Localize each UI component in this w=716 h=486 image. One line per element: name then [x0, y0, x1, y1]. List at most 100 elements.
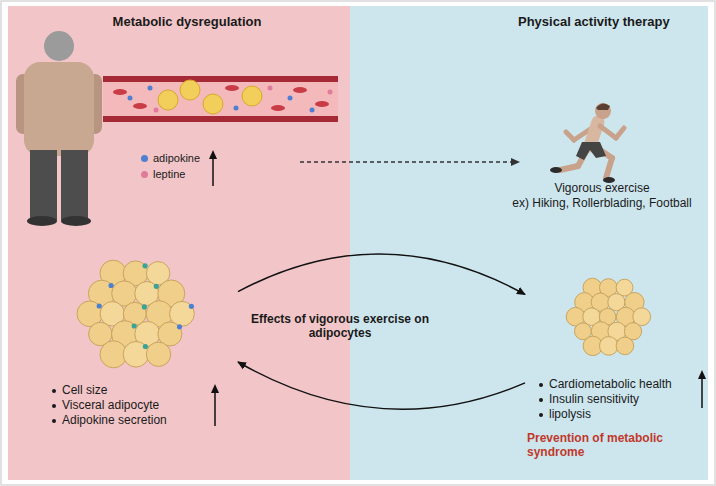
panel-heading: Metabolic dysregulation	[8, 14, 366, 29]
bullet-dot	[52, 404, 56, 408]
adipocyte	[575, 293, 594, 312]
adipocyte	[123, 342, 149, 368]
adipocyte	[575, 323, 592, 340]
adipokine-dot	[143, 263, 148, 268]
runner	[550, 103, 624, 183]
bullet-dot	[539, 383, 543, 387]
bullet-item: Cardiometabolic health	[539, 377, 672, 392]
bullet-dot	[539, 413, 543, 417]
bullet-dot	[539, 398, 543, 402]
adipokine-dot	[189, 304, 194, 309]
legend-text: adipokine	[153, 150, 200, 166]
center-label: Effects of vigorous exercise on adipocyt…	[248, 312, 432, 340]
adipocyte	[170, 301, 195, 326]
dashed-arrow	[300, 158, 520, 166]
bullet-dot	[52, 389, 56, 393]
legend-swatch	[141, 171, 148, 178]
adipocyte	[591, 322, 610, 341]
adipocyte	[100, 341, 127, 368]
bullet-text: Insulin sensitivity	[549, 392, 639, 407]
right-panel: Physical activity therapyVigorous exerci…	[350, 6, 708, 480]
node-content: Physical activity therapy	[518, 14, 670, 29]
adipocyte	[112, 321, 139, 348]
adipocyte	[583, 308, 601, 326]
adipocyte	[616, 337, 634, 355]
bullet-item: Visceral adipocyte	[52, 398, 167, 413]
adipocyte	[89, 322, 112, 345]
bullet-text: lipolysis	[549, 407, 591, 422]
bullet-item: Insulin sensitivity	[539, 392, 672, 407]
adipocyte	[583, 336, 602, 355]
legend-swatch	[141, 155, 148, 162]
adipocyte	[146, 262, 169, 285]
adipocyte	[158, 280, 185, 307]
node-content: Metabolic dysregulation	[8, 14, 366, 29]
adipokine-dot	[142, 304, 147, 309]
adipocyte	[625, 293, 644, 312]
adipocyte	[112, 281, 137, 306]
box-text: Vigorous exercise	[486, 181, 716, 196]
bullet-text: Adipokine secretion	[62, 413, 167, 428]
bullet-dot	[52, 419, 56, 423]
bullet-item: Cell size	[52, 383, 167, 398]
adipocyte	[583, 278, 602, 297]
adipocyte	[135, 321, 160, 346]
legend: adipokineleptine	[141, 150, 200, 182]
adipocyte	[608, 294, 625, 311]
node-content: Vigorous exerciseex) Hiking, Rollerbladi…	[486, 181, 716, 211]
bullet-text: Cardiometabolic health	[549, 377, 672, 392]
adipocyte-cluster: Cell sizeVisceral adipocyteAdipokine sec…	[38, 251, 238, 436]
up-arrow	[211, 384, 219, 426]
legend-text: leptine	[153, 166, 185, 182]
adipocyte	[135, 282, 159, 306]
adipokine-dot	[154, 284, 159, 289]
adipocyte	[146, 301, 172, 327]
node-content: Cardiometabolic healthInsulin sensitivit…	[539, 377, 672, 422]
bullet-item: Adipokine secretion	[52, 413, 167, 428]
legend-item: adipokine	[141, 150, 200, 166]
adipocyte	[591, 293, 609, 311]
adipokine-dot	[109, 283, 114, 288]
adipocyte	[616, 279, 633, 296]
adipocyte	[600, 337, 619, 356]
outcome-label: Prevention of metabolic syndrome	[527, 431, 707, 459]
bullet-text: Visceral adipocyte	[62, 398, 159, 413]
node-content: Cell sizeVisceral adipocyteAdipokine sec…	[52, 383, 167, 428]
adipocyte	[624, 323, 641, 340]
adipocyte	[100, 302, 124, 326]
adipokine-dot	[132, 323, 137, 328]
exercise-box: Vigorous exerciseex) Hiking, Rollerbladi…	[486, 101, 716, 219]
bullet-item: lipolysis	[539, 407, 672, 422]
adipocyte-cluster: Cardiometabolic healthInsulin sensitivit…	[525, 261, 700, 428]
up-arrow	[698, 370, 706, 408]
adipocyte	[146, 342, 170, 366]
adipocyte	[600, 279, 618, 297]
adipokine-dot	[177, 324, 182, 329]
curved-arrow	[238, 362, 525, 409]
box-text: ex) Hiking, Rollerblading, Football	[486, 196, 716, 211]
adipocyte	[123, 261, 148, 286]
adipocyte	[100, 260, 126, 286]
adipocyte	[608, 322, 626, 340]
adipocyte	[633, 308, 651, 326]
adipocyte	[123, 302, 146, 325]
panel-heading: Physical activity therapy	[518, 14, 670, 29]
adipocyte	[88, 280, 115, 307]
adipocyte	[599, 308, 616, 325]
legend-item: leptine	[141, 166, 200, 182]
adipokine-dot	[97, 303, 102, 308]
adipocyte	[158, 322, 182, 346]
curved-arrow	[238, 254, 525, 294]
adipocyte	[616, 307, 635, 326]
obese-person	[16, 31, 102, 226]
left-panel: Metabolic dysregulationCell sizeVisceral…	[8, 6, 366, 480]
adipocyte-clusters	[77, 260, 651, 368]
adipocyte	[77, 301, 103, 327]
blood-vessel	[103, 76, 338, 122]
adipokine-dot	[143, 344, 148, 349]
adipocyte	[566, 307, 585, 326]
up-arrow	[209, 150, 217, 186]
bullet-text: Cell size	[62, 383, 107, 398]
